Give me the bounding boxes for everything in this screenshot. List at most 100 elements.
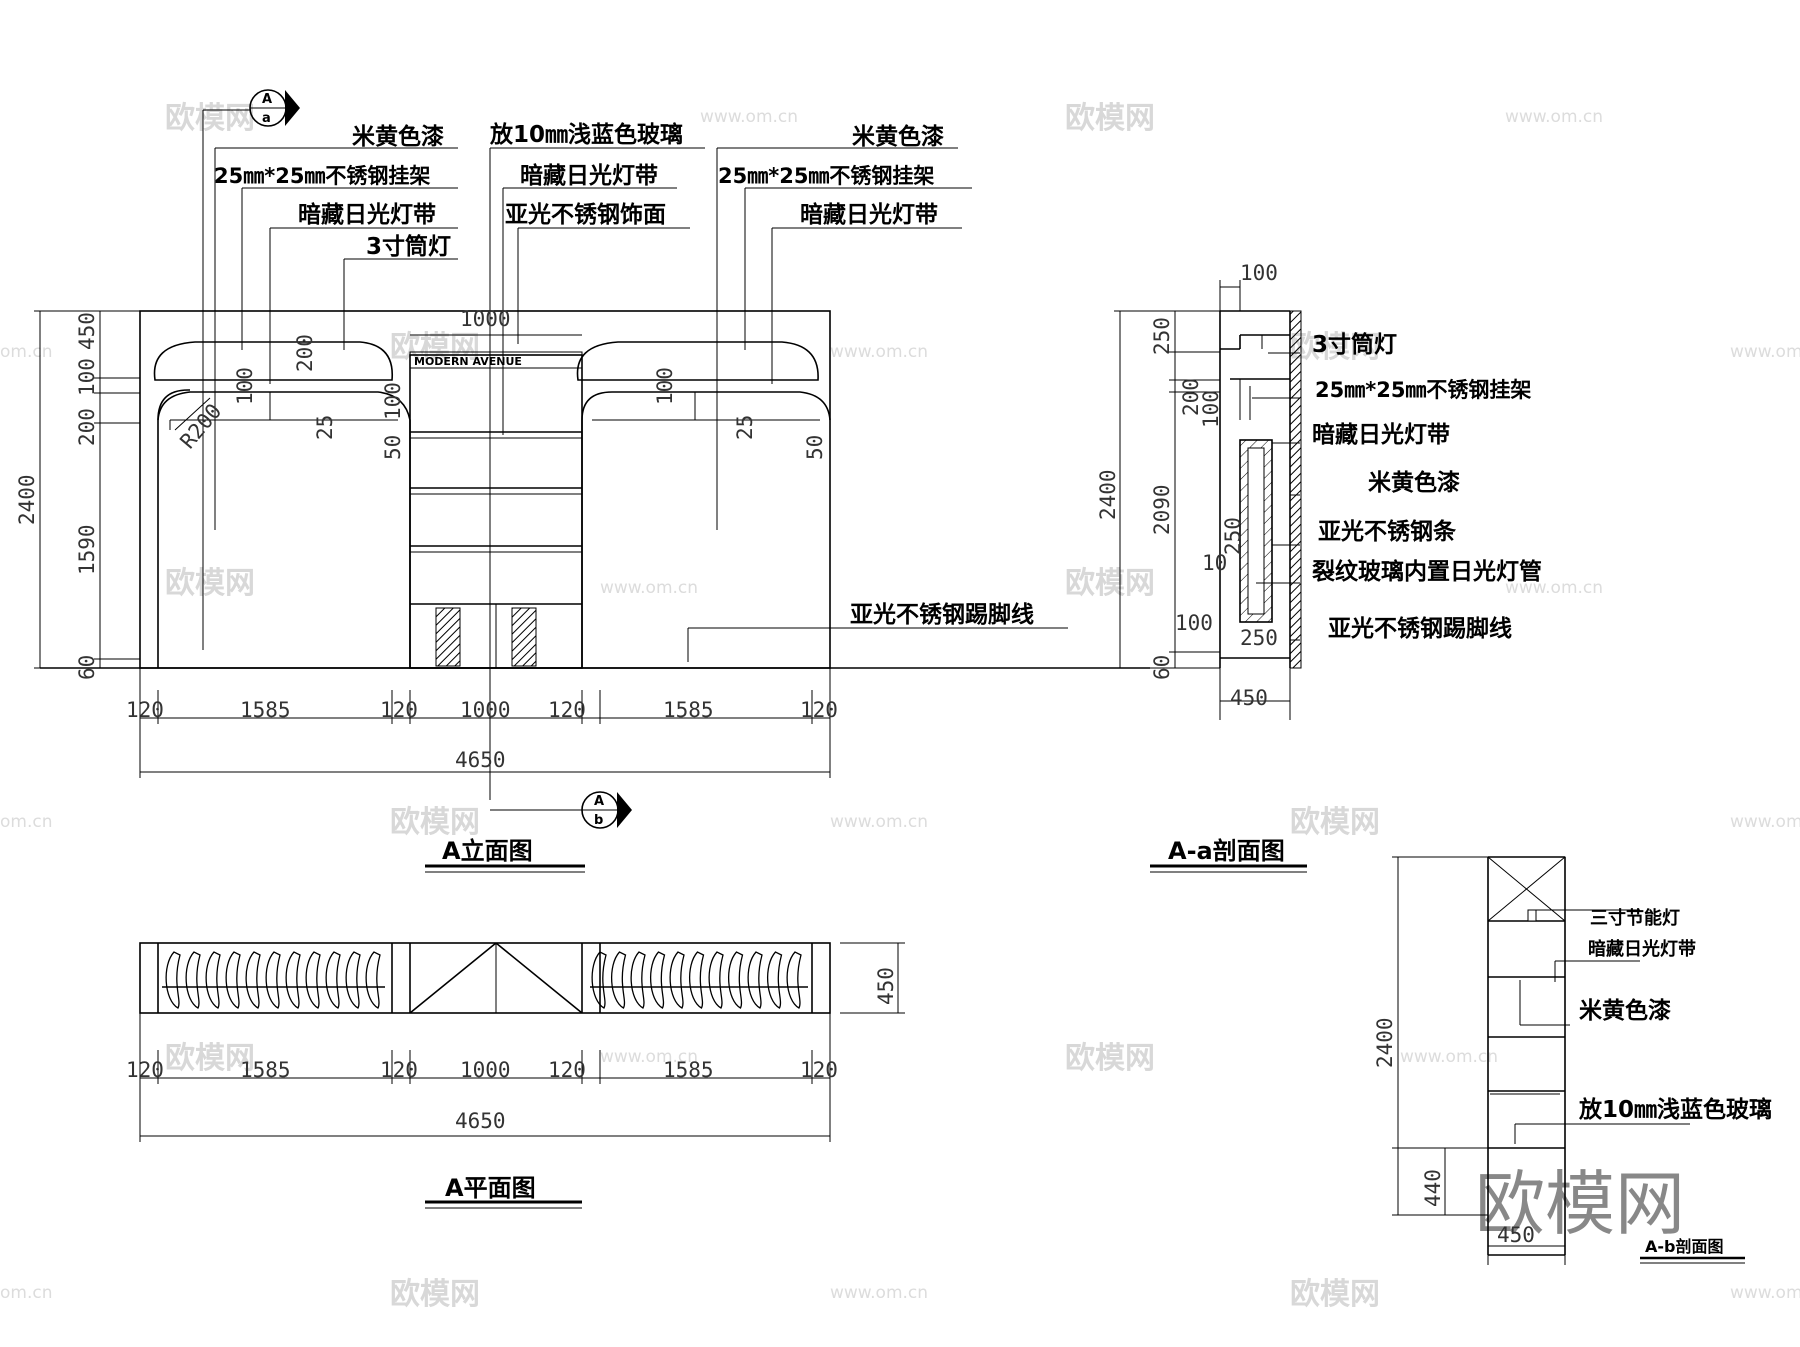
- garment-hanger: [786, 951, 802, 1009]
- dim-h120: 120: [548, 698, 586, 722]
- watermark-url: om.cn: [0, 812, 53, 832]
- garment-hanger: [708, 951, 724, 1009]
- elevation-drawing: MODERN AVENUE: [15, 89, 1150, 873]
- marker-b-top: A: [594, 794, 604, 809]
- dim-100: 100: [233, 367, 257, 405]
- watermark-url: www.om.cn: [1730, 342, 1800, 362]
- watermarks: 欧模网 www.om.cn 欧模网 www.om.cn om.cn 欧模网 ww…: [0, 101, 1800, 1312]
- plan-dim-h1000: 1000: [460, 1058, 511, 1082]
- watermark-logo: 欧模网: [165, 566, 255, 601]
- dim-10: 10: [1202, 551, 1227, 575]
- label-glass: 放10㎜浅蓝色玻璃: [489, 121, 683, 148]
- plan-diagonal: [409, 942, 497, 1014]
- shoe-cabinet-door: [511, 607, 537, 667]
- dim-r200: R200: [175, 399, 226, 453]
- dim-50: 50: [803, 435, 827, 460]
- label-skirting: 亚光不锈钢踢脚线: [850, 601, 1034, 628]
- leader-lines: [202, 110, 1068, 800]
- garment-hanger: [165, 951, 181, 1009]
- dim-v60: 60: [1150, 655, 1174, 680]
- watermark-url: om.cn: [0, 1283, 53, 1303]
- garment-hanger: [305, 951, 321, 1009]
- dim-100: 100: [1175, 611, 1213, 635]
- plan-drawing: 450 120 1585 120 1000 120 1585 120 4650 …: [126, 942, 905, 1209]
- dim-v1590: 1590: [75, 524, 99, 575]
- watermark-logo: 欧模网: [165, 1041, 255, 1076]
- brand-band: [409, 351, 583, 369]
- marker-a-top: A: [262, 92, 272, 107]
- horizontal-dim-lines: [139, 668, 831, 778]
- left-bay-arch: [157, 391, 411, 668]
- watermark-logo: 欧模网: [390, 1277, 480, 1312]
- marker-b-bot: b: [594, 813, 603, 828]
- section-marker-b: A b: [490, 791, 632, 829]
- watermark-logo: 欧模网: [390, 330, 480, 365]
- dim-v450: 450: [75, 312, 99, 350]
- cross: [1487, 856, 1566, 922]
- watermark-url: www.om.cn: [1400, 1047, 1498, 1067]
- section-a-drawing: 3寸筒灯 25㎜*25㎜不锈钢挂架 暗藏日光灯带 米黄色漆 亚光不锈钢条 裂纹玻…: [1096, 261, 1542, 873]
- dim-v60: 60: [75, 655, 99, 680]
- watermark-url: www.om.cn: [830, 342, 928, 362]
- watermark-logo: 欧模网: [1065, 1041, 1155, 1076]
- plan-dim-h1585: 1585: [663, 1058, 714, 1082]
- plan-diagonal: [495, 942, 583, 1014]
- dim-100: 100: [381, 382, 405, 420]
- section-b-title: A-b剖面图: [1645, 1237, 1723, 1256]
- dim-50: 50: [381, 435, 405, 460]
- label-steel-face: 亚光不锈钢饰面: [505, 201, 666, 228]
- watermark-url: www.om.cn: [600, 578, 698, 598]
- garment-hanger: [225, 951, 241, 1009]
- garment-hanger: [747, 951, 763, 1009]
- energy-light: [1527, 909, 1537, 922]
- label-strip: 亚光不锈钢条: [1318, 518, 1456, 545]
- plan-title: A平面图: [445, 1174, 536, 1202]
- section-a-title: A-a剖面图: [1168, 837, 1285, 865]
- label-light-left: 暗藏日光灯带: [298, 201, 436, 228]
- dim-v440: 440: [1421, 1169, 1445, 1207]
- garment-hanger: [205, 951, 221, 1009]
- plan-dim-depth: 450: [874, 967, 898, 1005]
- plan-dim-h120: 120: [126, 1058, 164, 1082]
- watermark-url: www.om.cn: [1505, 578, 1603, 598]
- watermark-logo: 欧模网: [1065, 101, 1155, 136]
- watermark-logo: 欧模网: [165, 101, 255, 136]
- garment-hanger: [610, 951, 627, 1009]
- plan-dim-total: 4650: [455, 1109, 506, 1133]
- watermark-url: www.om.cn: [600, 1047, 698, 1067]
- dim-200: 200: [293, 334, 317, 372]
- elevation-title: A立面图: [442, 837, 533, 865]
- r200-leader: [174, 397, 211, 431]
- label-light-band: 暗藏日光灯带: [1588, 938, 1696, 960]
- label-glass: 放10㎜浅蓝色玻璃: [1578, 1096, 1772, 1123]
- watermark-url: www.om.cn: [1505, 107, 1603, 127]
- dim-h120: 120: [800, 698, 838, 722]
- garment-hanger: [688, 951, 705, 1009]
- plan-dim-h120: 120: [380, 1058, 418, 1082]
- garment-hanger: [669, 951, 685, 1009]
- section-b-dim-lines: [1392, 856, 1566, 1265]
- dim-v200: 200: [75, 408, 99, 446]
- label-paint-left: 米黄色漆: [352, 123, 444, 150]
- dim-h1585: 1585: [240, 698, 291, 722]
- right-canopy: [576, 341, 819, 381]
- dim-v2400: 2400: [15, 474, 39, 525]
- dim-25: 25: [313, 415, 337, 440]
- section-b-drawing: 三寸节能灯 暗藏日光灯带 米黄色漆 放10㎜浅蓝色玻璃 2400 440 450…: [1373, 856, 1772, 1265]
- label-downlight-left: 3寸筒灯: [366, 233, 451, 260]
- plan-frame: [139, 942, 831, 1014]
- brand-text: MODERN AVENUE: [414, 355, 522, 368]
- plan-dim-h120: 120: [548, 1058, 586, 1082]
- watermark-logo: 欧模网: [1065, 566, 1155, 601]
- garment-hanger: [649, 951, 666, 1009]
- label-light: 暗藏日光灯带: [1312, 421, 1450, 448]
- plan-dim-h1585: 1585: [240, 1058, 291, 1082]
- label-paint: 米黄色漆: [1368, 469, 1460, 496]
- dim-250: 250: [1221, 517, 1245, 555]
- garment-hanger: [365, 951, 381, 1009]
- marker-a-bot: a: [262, 111, 271, 126]
- section-a-dim-lines: [1114, 280, 1291, 720]
- dim-100: 100: [653, 367, 677, 405]
- garment-hanger: [265, 951, 281, 1009]
- section-marker-a: A a: [203, 89, 300, 127]
